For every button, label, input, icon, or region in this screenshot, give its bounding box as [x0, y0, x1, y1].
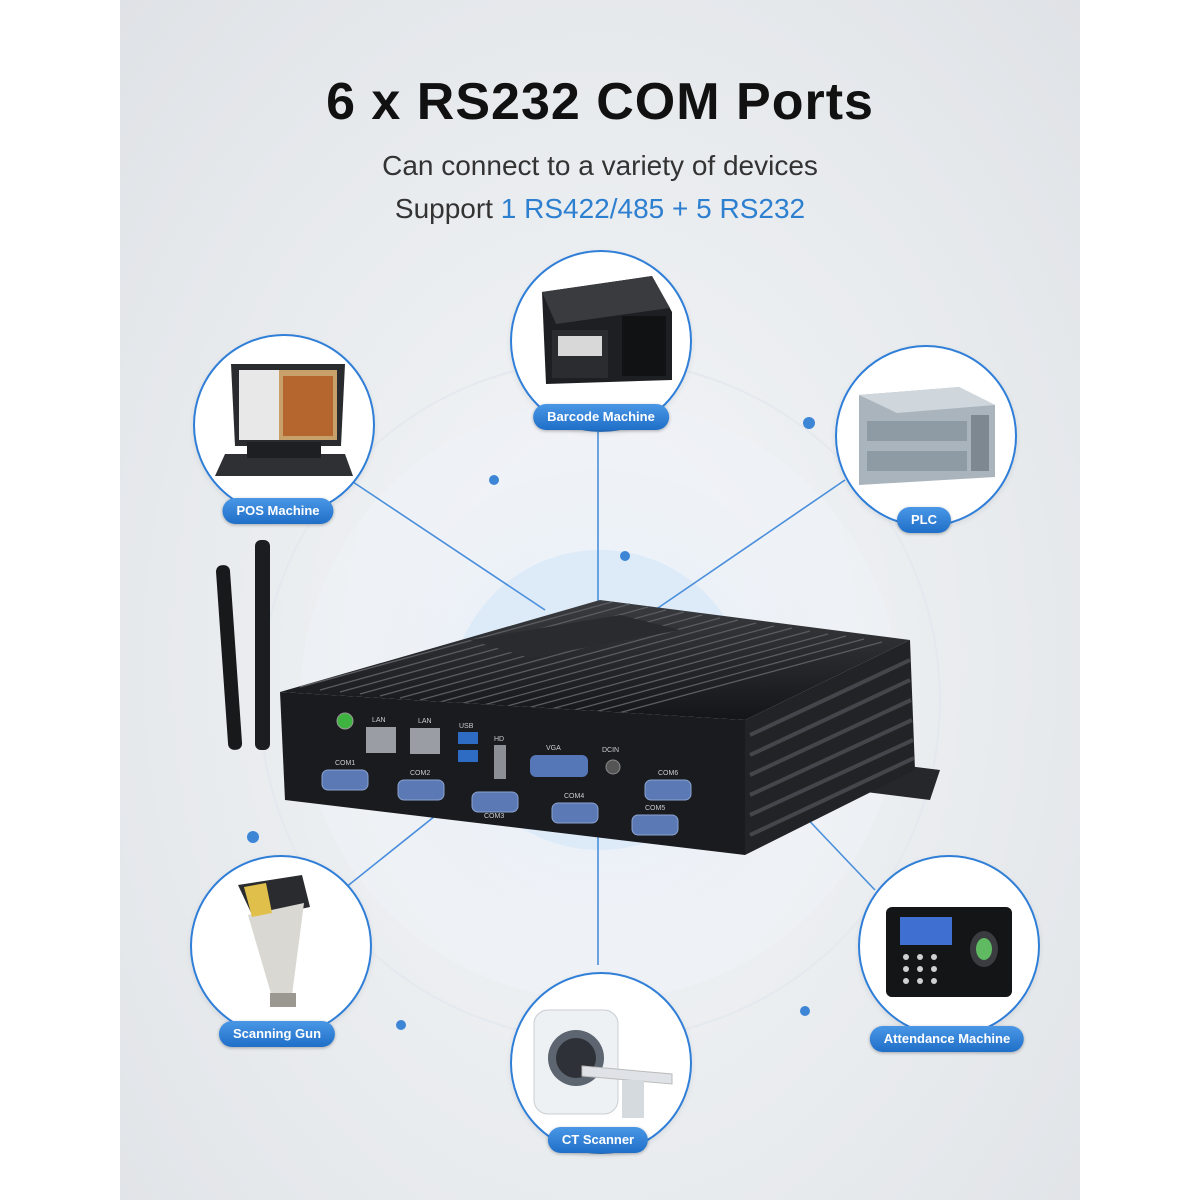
dot	[396, 1020, 406, 1030]
side-panel	[745, 640, 915, 855]
com-port	[321, 769, 369, 791]
device-label-attendance: Attendance Machine	[869, 1026, 1025, 1052]
pos-terminal-icon	[215, 364, 353, 476]
port-label: LAN	[418, 718, 432, 725]
device-label-barcode: Barcode Machine	[533, 404, 669, 430]
com-port	[644, 779, 692, 801]
dot	[247, 831, 259, 843]
page-title: 6 x RS232 COM Ports	[326, 73, 874, 131]
port-label: LAN	[372, 717, 386, 724]
dot	[800, 1006, 810, 1016]
port-label: VGA	[546, 745, 561, 752]
com-ports	[321, 769, 692, 836]
vga-port	[530, 755, 588, 777]
support-prefix: Support	[394, 193, 493, 224]
port-label: COM5	[645, 805, 665, 812]
support-line: Support 1 RS422/485 + 5 RS232	[0, 193, 1200, 225]
com-port	[397, 779, 445, 801]
subtitle: Can connect to a variety of devices	[382, 150, 818, 181]
usb-port	[458, 732, 478, 744]
mini-pc-device: LAN LAN USB HD VGA DCIN COM1 COM2 COM3 C…	[216, 540, 940, 855]
heatsink-center-plate	[470, 615, 680, 658]
device-label-plc: PLC	[897, 507, 951, 533]
pos-machine-node	[193, 334, 375, 516]
dc-in-port	[605, 759, 621, 775]
lan-port	[366, 727, 396, 753]
antenna-right	[255, 540, 270, 750]
lan-port	[410, 728, 440, 754]
dot	[620, 551, 630, 561]
ct-scanner-icon	[533, 1009, 673, 1118]
usb-port	[458, 750, 478, 762]
device-label-scanning-gun: Scanning Gun	[218, 1021, 336, 1047]
port-label: COM1	[335, 760, 355, 767]
com-port	[631, 814, 679, 836]
fingerprint-terminal-icon	[886, 907, 1012, 997]
power-button	[336, 712, 354, 730]
plc-node	[835, 345, 1017, 527]
com-port	[471, 791, 519, 813]
port-label: COM4	[564, 793, 584, 800]
port-label: COM6	[658, 770, 678, 777]
decor-dots	[247, 417, 815, 1030]
com-port	[551, 802, 599, 824]
barcode-scanner-icon	[238, 875, 310, 1007]
barcode-machine-node	[510, 250, 692, 432]
scanning-gun-node	[190, 855, 372, 1037]
port-label: USB	[459, 723, 474, 730]
device-label-ct-scanner: CT Scanner	[547, 1127, 649, 1153]
antenna-left	[216, 565, 243, 750]
port-label: HD	[494, 736, 504, 743]
front-panel	[280, 692, 745, 855]
plc-module-icon	[859, 387, 995, 485]
dot	[803, 417, 815, 429]
receipt-printer-icon	[542, 276, 672, 384]
hdmi-port	[494, 745, 506, 779]
ct-scanner-node	[510, 972, 692, 1154]
device-label-pos: POS Machine	[222, 498, 334, 524]
port-label: COM2	[410, 770, 430, 777]
port-label: COM3	[484, 813, 504, 820]
side-fins	[749, 658, 915, 837]
support-highlight: 1 RS422/485 + 5 RS232	[500, 193, 806, 224]
attendance-machine-node	[858, 855, 1040, 1037]
port-label: DCIN	[602, 747, 619, 754]
dot	[489, 475, 499, 485]
port-labels: LAN LAN USB HD VGA DCIN COM1 COM2 COM3 C…	[335, 717, 678, 820]
